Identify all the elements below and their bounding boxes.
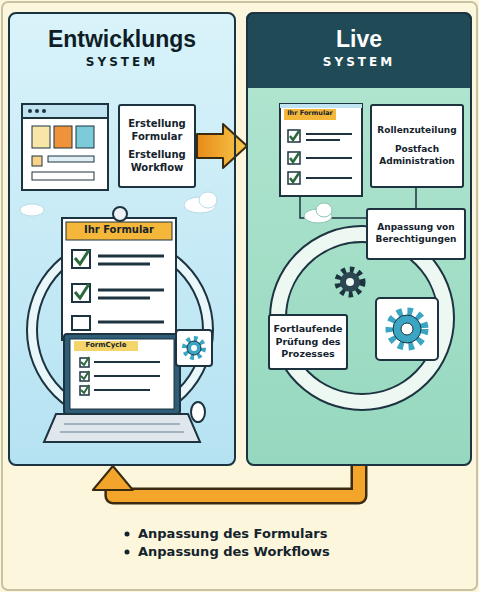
process-box: Anpassung von Berechtigungen	[366, 208, 466, 260]
gear-icon	[376, 298, 438, 360]
note-text: Anpassung des Workflows	[138, 544, 438, 559]
system-panel: LiveSYSTEM RollenzuteilungPostfach Admini…	[246, 12, 472, 466]
node-text: SYSTEM	[10, 55, 234, 69]
process-box: RollenzuteilungPostfach Administration	[370, 104, 464, 188]
cloud	[304, 203, 332, 223]
tag-label: FormCycle	[74, 341, 138, 349]
bullet	[125, 550, 130, 555]
node-text: SYSTEM	[248, 55, 470, 69]
browser-window	[22, 104, 108, 190]
system-panel: EntwicklungsSYSTEMErstellung FormularErs…	[8, 12, 236, 466]
bullet	[125, 532, 130, 537]
tag-label: Ihr Formular	[284, 109, 336, 117]
note-text: Anpassung des Formulars	[138, 526, 438, 541]
process-box: Erstellung FormularErstellung Workflow	[118, 104, 196, 188]
gear	[338, 270, 362, 294]
node-text: Fortlaufende Prüfung des Prozesses	[273, 323, 343, 360]
clipboard	[62, 207, 176, 340]
dev-panel-ground	[8, 12, 236, 466]
tag-label: Ihr Formular	[66, 224, 172, 235]
panel-heading: Entwicklungs	[10, 26, 234, 53]
live-header-band	[246, 12, 472, 88]
node-text: Erstellung Workflow	[123, 149, 191, 174]
panel-heading: Live	[248, 26, 470, 53]
flow-arrow	[197, 124, 247, 168]
flow-arrow	[93, 466, 359, 496]
form-window	[280, 104, 362, 196]
leader-line	[415, 188, 417, 208]
node-text: Rollenzuteilung	[377, 125, 456, 136]
node-text: Anpassung von Berechtigungen	[371, 222, 461, 245]
live-panel-ground	[246, 12, 472, 466]
node-text: Erstellung Formular	[123, 118, 191, 143]
gear-icon	[176, 330, 212, 366]
node-text: Postfach Administration	[375, 144, 459, 167]
process-box: Fortlaufende Prüfung des Prozesses	[268, 314, 348, 370]
